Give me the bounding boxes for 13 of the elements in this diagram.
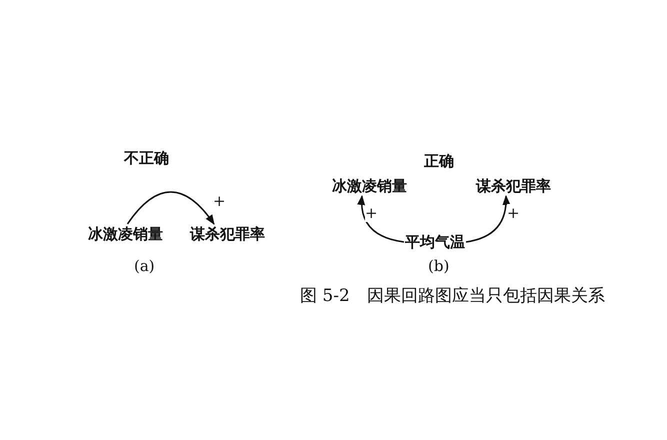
- panel-heading: 正确: [424, 152, 454, 170]
- arrow: [126, 191, 215, 225]
- arrow: [358, 195, 404, 243]
- node-label: 谋杀犯罪率: [476, 177, 551, 195]
- node-label: 平均气温: [405, 233, 465, 251]
- arrow: [466, 195, 510, 243]
- node-label: 谋杀犯罪率: [190, 225, 265, 243]
- panel-heading: 不正确: [124, 149, 169, 167]
- panel-label: (b): [428, 257, 450, 275]
- caption: 图 5-2 因果回路图应当只包括因果关系: [300, 287, 605, 305]
- node-label: 冰激凌销量: [88, 225, 163, 243]
- node-label: 冰激凌销量: [332, 177, 407, 195]
- panel-label: (a): [134, 257, 155, 275]
